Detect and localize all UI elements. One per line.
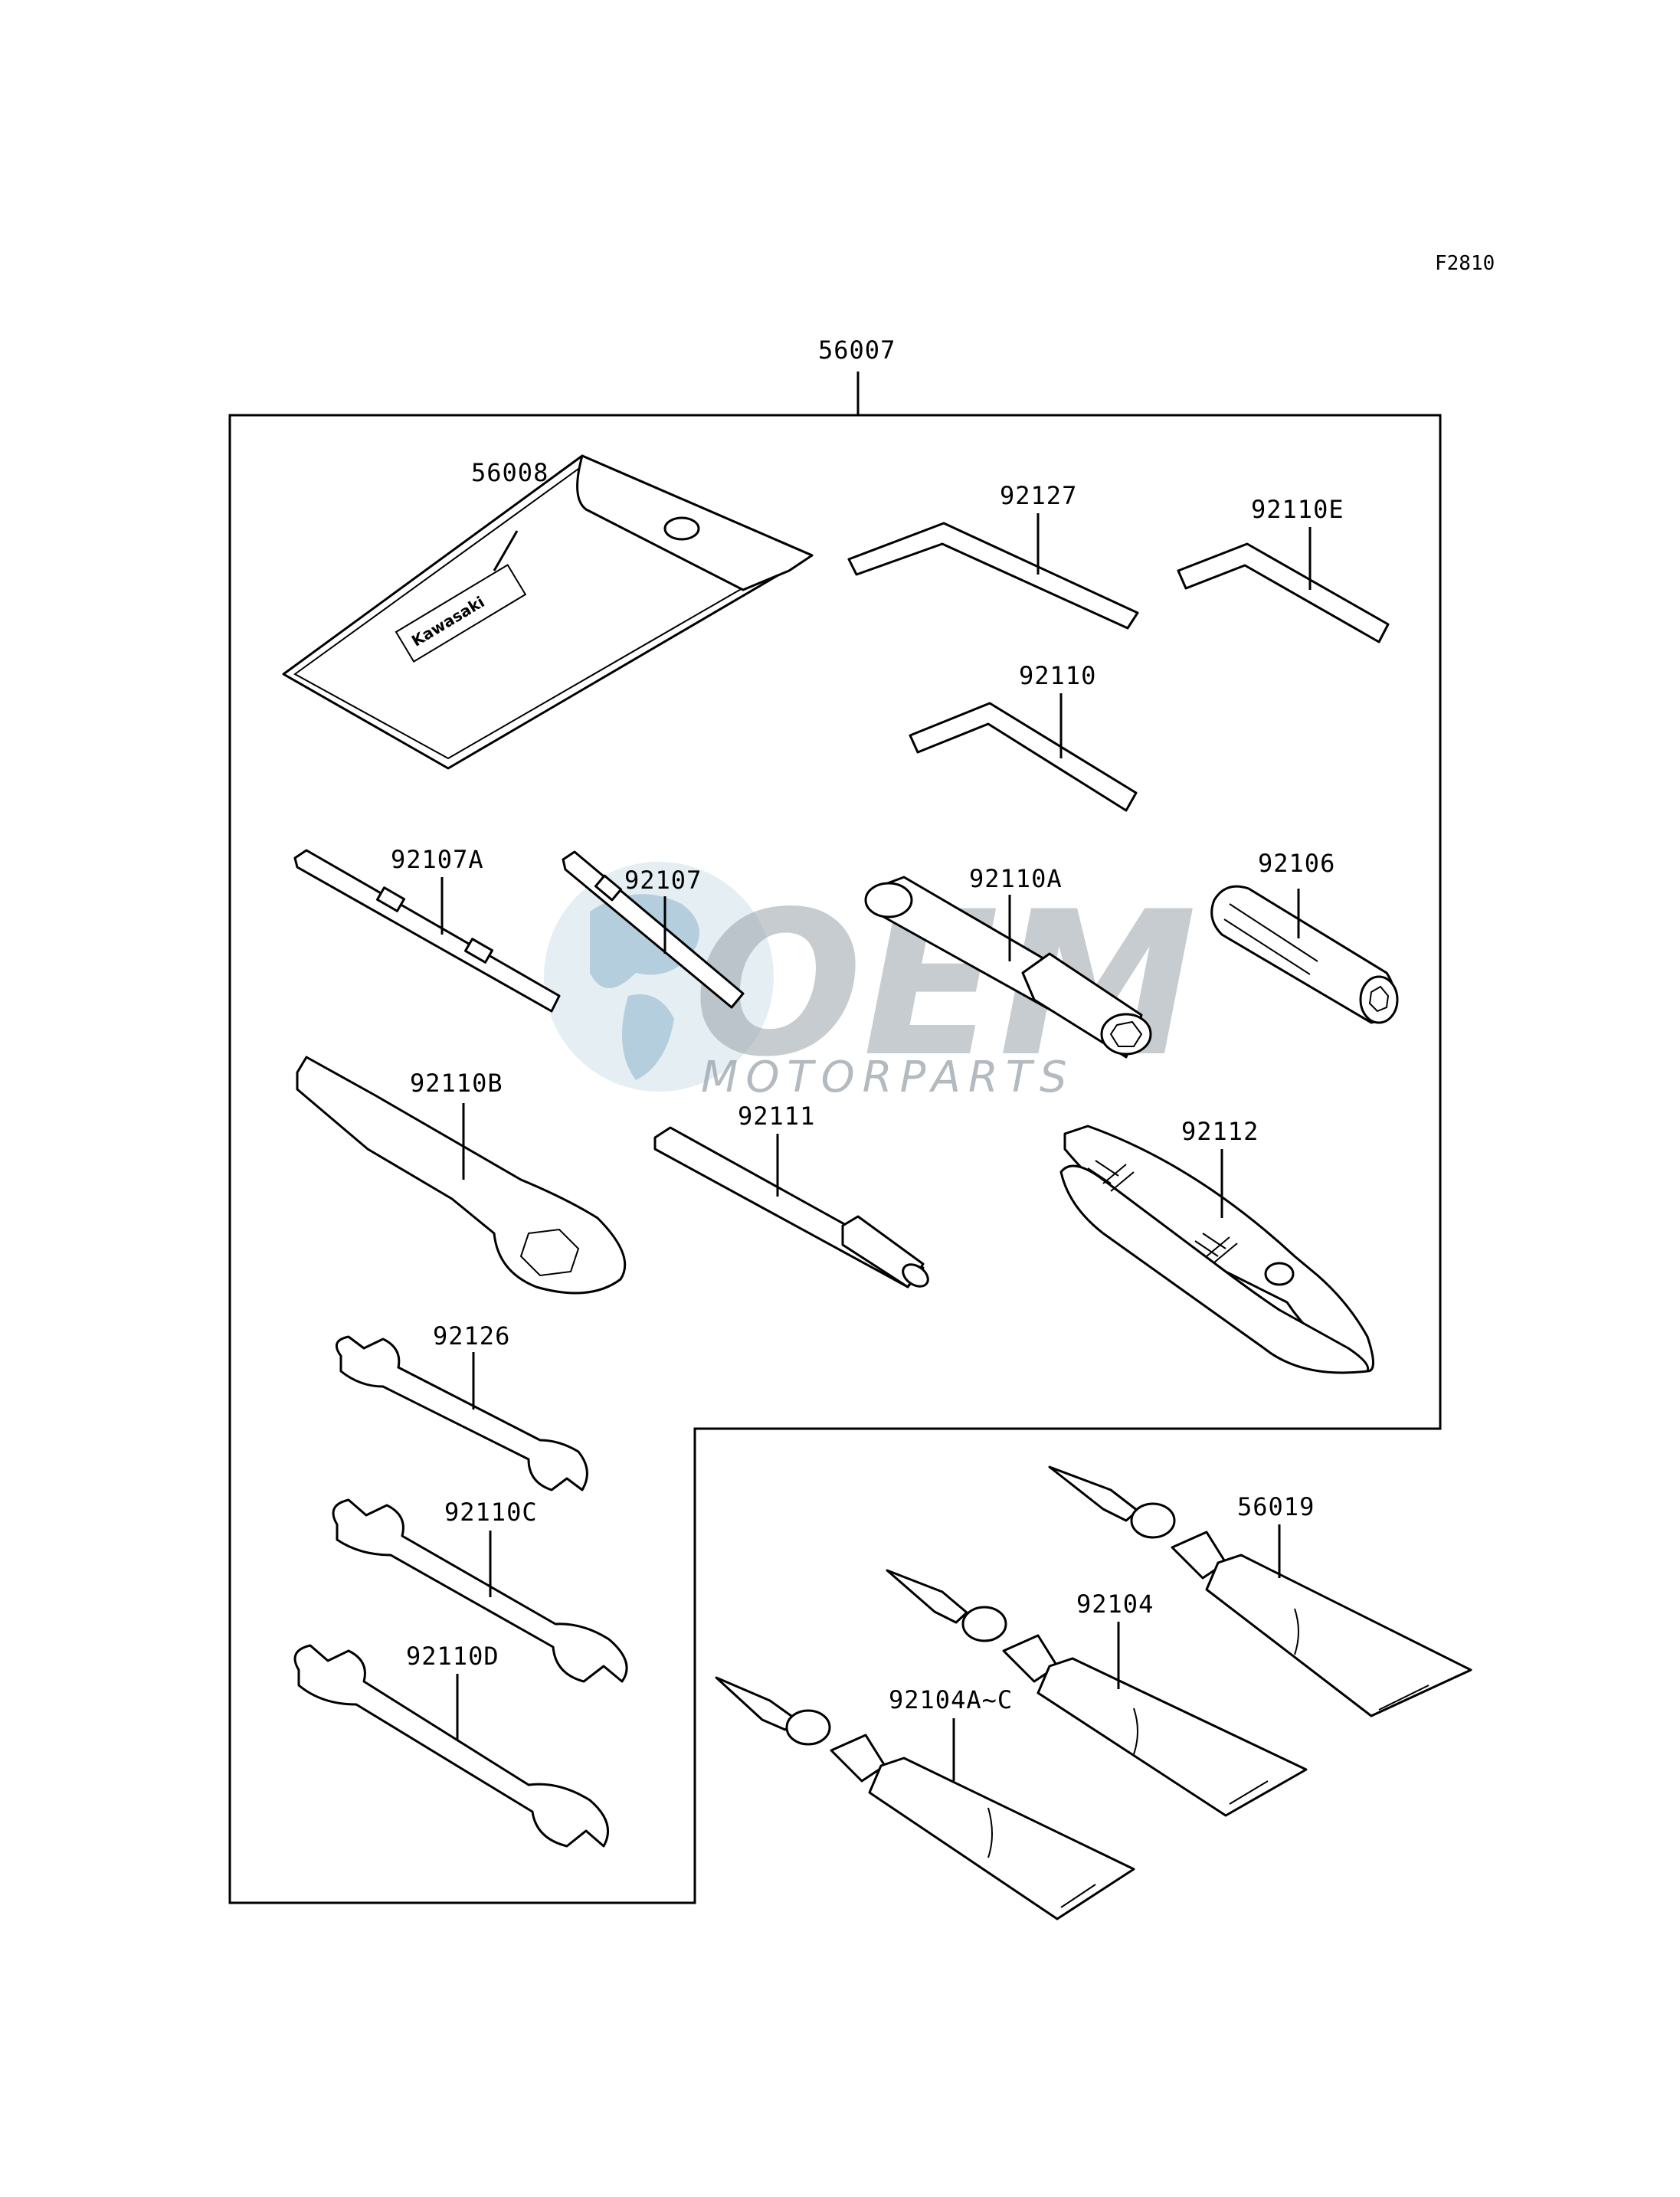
- label-92112: 92112: [1181, 1117, 1259, 1146]
- assembly-label: 56007: [818, 336, 896, 365]
- label-92107A: 92107A: [391, 845, 484, 874]
- label-92110: 92110: [1019, 661, 1096, 690]
- screwdriver-handle: [1210, 885, 1399, 1024]
- screwdriver-phillips: [562, 850, 745, 1009]
- open-wrench-medium: [332, 1498, 628, 1683]
- grease-tube-1: [1048, 1465, 1472, 1717]
- label-92126: 92126: [433, 1321, 510, 1351]
- label-92127: 92127: [1000, 481, 1077, 510]
- hex-key-small: [1177, 527, 1390, 643]
- open-wrench-small: [335, 1335, 588, 1491]
- hex-key-medium: [909, 693, 1138, 812]
- assembly-frame: [228, 414, 1442, 1904]
- grease-tube-3: [715, 1676, 1135, 1920]
- label-56019: 56019: [1237, 1492, 1315, 1521]
- label-92110D: 92110D: [406, 1642, 499, 1671]
- hex-key-large: [847, 513, 1139, 630]
- box-wrench: [296, 1056, 627, 1295]
- label-92110C: 92110C: [444, 1498, 538, 1527]
- tool-bag: Kawasaki: [282, 454, 814, 770]
- label-92110A: 92110A: [969, 864, 1063, 893]
- label-92111: 92111: [738, 1102, 815, 1131]
- pliers: [1059, 1125, 1374, 1374]
- screwdriver-flat: [293, 849, 561, 1013]
- watermark-subtitle: MOTORPARTS: [701, 1053, 1075, 1102]
- open-wrench-large: [293, 1644, 610, 1848]
- spark-plug-wrench: [864, 876, 1152, 1059]
- figure-id: F2810: [1435, 252, 1495, 275]
- label-92107: 92107: [624, 866, 702, 895]
- label-92110B: 92110B: [410, 1069, 503, 1098]
- label-92106: 92106: [1258, 849, 1335, 878]
- extension-bar: [653, 1126, 929, 1288]
- label-92110E: 92110E: [1251, 495, 1344, 524]
- grease-tube-2: [886, 1569, 1308, 1817]
- label-92104: 92104: [1076, 1590, 1154, 1619]
- label-92104A-C: 92104A~C: [889, 1685, 1013, 1714]
- label-56008: 56008: [471, 458, 549, 487]
